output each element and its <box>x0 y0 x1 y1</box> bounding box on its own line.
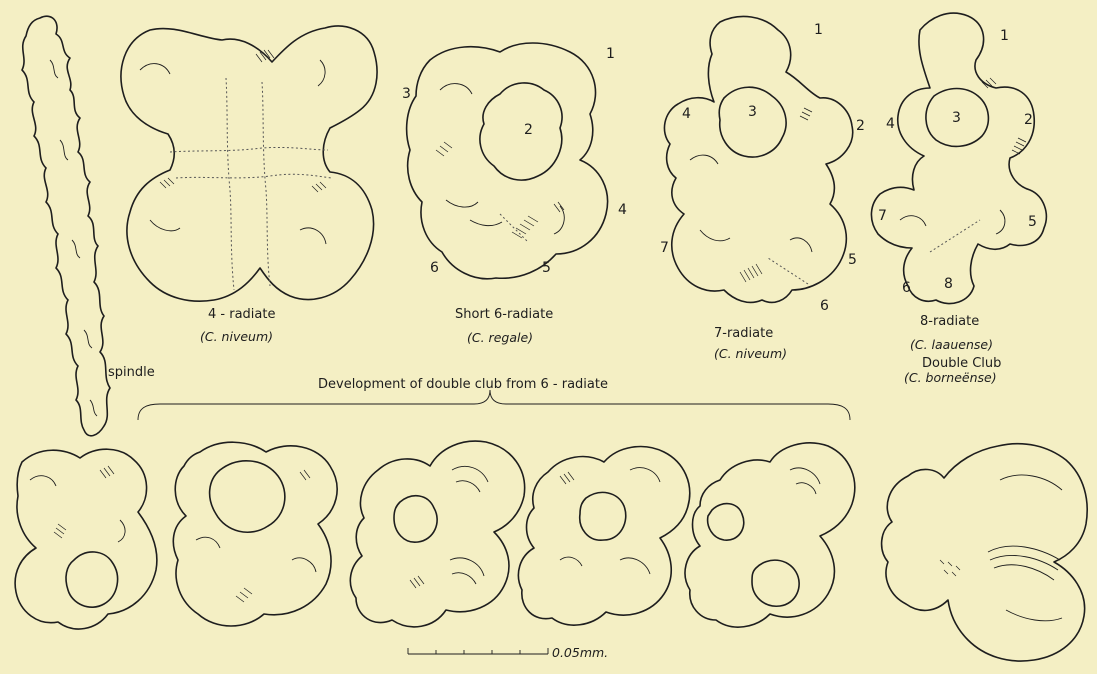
label-eight-radiate: 8-radiate <box>920 314 979 329</box>
ray-number: 6 <box>430 260 439 276</box>
seven-radiate-sclerite <box>664 16 852 302</box>
ray-number: 5 <box>542 260 551 276</box>
label-short-six-radiate: Short 6-radiate <box>455 307 553 322</box>
ray-number: 2 <box>1024 112 1033 128</box>
ray-number: 5 <box>1028 214 1037 230</box>
ray-number: 3 <box>748 104 757 120</box>
ray-number: 2 <box>856 118 865 134</box>
ray-number: 5 <box>848 252 857 268</box>
ray-number: 3 <box>952 110 961 126</box>
ray-number: 4 <box>682 106 691 122</box>
development-stage-3 <box>350 441 524 627</box>
development-brace <box>138 390 850 420</box>
label-seven-radiate: 7-radiate <box>714 326 773 341</box>
short-six-radiate-sclerite <box>407 43 608 279</box>
ray-number: 4 <box>618 202 627 218</box>
spindle-sclerite <box>22 16 110 436</box>
scale-bar <box>408 648 548 654</box>
label-double-club: Double Club <box>922 356 1001 371</box>
ray-number: 1 <box>1000 28 1009 44</box>
ray-number: 7 <box>878 208 887 224</box>
development-stage-5 <box>685 443 855 627</box>
ray-number: 6 <box>820 298 829 314</box>
label-four-radiate-species: (C. niveum) <box>200 329 273 344</box>
ray-number: 6 <box>902 280 911 296</box>
ray-number: 2 <box>524 122 533 138</box>
ray-number: 1 <box>606 46 615 62</box>
label-scale: 0.05mm. <box>552 645 608 660</box>
label-four-radiate: 4 - radiate <box>208 307 275 322</box>
development-stage-1 <box>15 449 157 629</box>
ray-number: 4 <box>886 116 895 132</box>
double-club-sclerite <box>882 444 1088 661</box>
label-eight-radiate-species: (C. laauense) <box>910 337 993 352</box>
ray-number: 1 <box>814 22 823 38</box>
eight-radiate-sclerite <box>871 13 1046 303</box>
ray-number: 7 <box>660 240 669 256</box>
label-development: Development of double club from 6 - radi… <box>318 377 608 392</box>
ray-number: 8 <box>944 276 953 292</box>
label-short-six-radiate-species: (C. regale) <box>467 330 533 345</box>
development-stage-2 <box>173 442 337 626</box>
label-seven-radiate-species: (C. niveum) <box>714 346 787 361</box>
four-radiate-sclerite <box>121 26 377 301</box>
ray-number: 3 <box>402 86 411 102</box>
label-spindle: spindle <box>108 365 155 380</box>
development-stage-4 <box>518 447 689 626</box>
label-double-club-species: (C. borneënse) <box>904 370 997 385</box>
